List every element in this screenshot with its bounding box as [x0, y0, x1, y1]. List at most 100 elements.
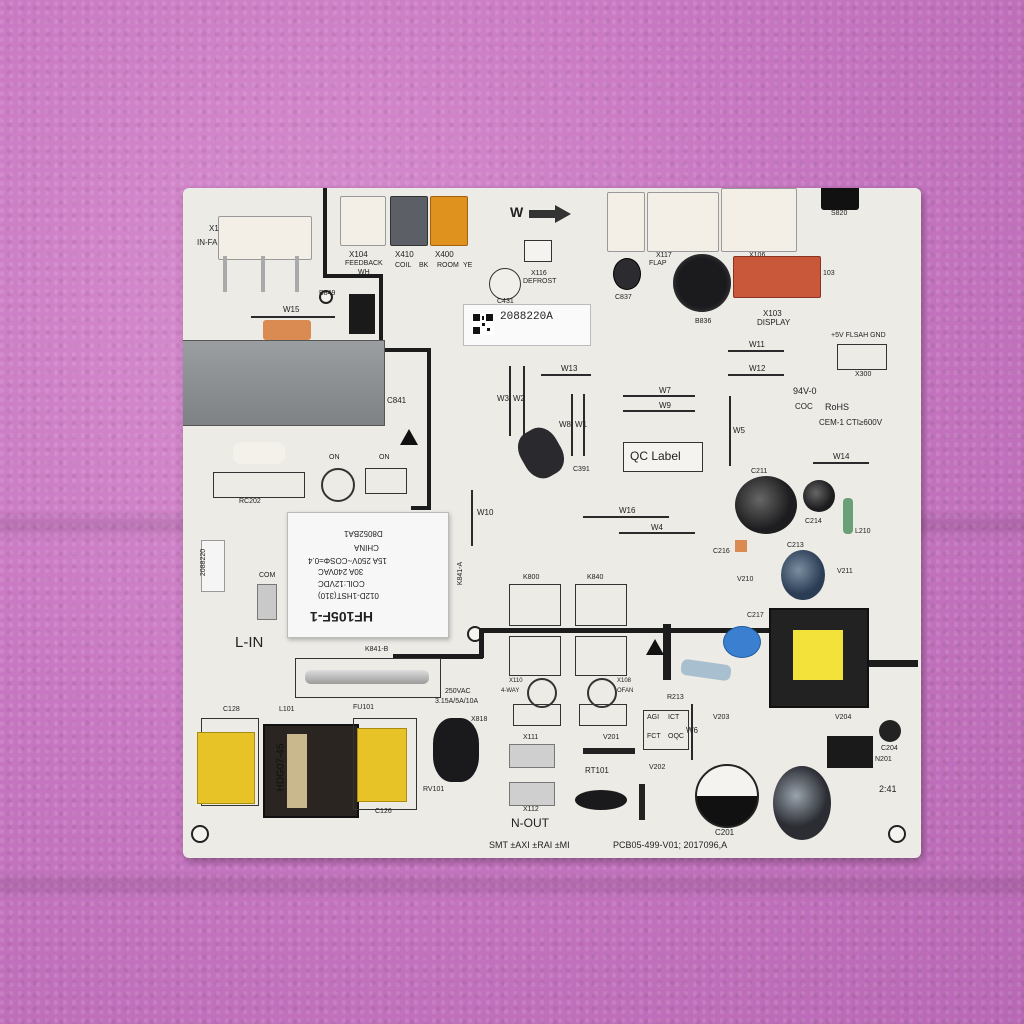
label-w16: W16	[619, 506, 636, 515]
trace	[663, 624, 671, 680]
inductor-l210	[843, 498, 853, 534]
label-w1: W1	[575, 420, 587, 429]
relay-batch: D8052BA1	[344, 529, 383, 538]
high-voltage-warning-icon	[646, 639, 664, 655]
label-w3: W3	[497, 394, 509, 403]
label-k841b: K841-B	[365, 646, 389, 653]
barcode-sticker: 2088220A	[463, 304, 591, 346]
label-rohs: RoHS	[825, 402, 850, 412]
label-k840: K840	[587, 574, 604, 581]
label-k800: K800	[523, 574, 540, 581]
label-v203: V203	[713, 714, 730, 721]
relay-k800	[509, 584, 561, 626]
label-v211: V211	[837, 568, 853, 575]
ic-n201	[827, 736, 873, 768]
jumper-w11	[728, 350, 784, 352]
mounting-hole	[319, 290, 333, 304]
capacitor-c214	[803, 480, 835, 512]
choke-bobbin	[287, 734, 307, 808]
footprint-rc202	[213, 472, 305, 498]
jumper-w2	[523, 366, 525, 436]
jumper-w1	[583, 394, 585, 456]
label-s820: S820	[831, 210, 848, 217]
connector-pin	[261, 256, 265, 292]
label-fu101: FU101	[353, 704, 375, 711]
label-x1: X1	[209, 224, 219, 233]
circuit-board: W15 W13 W7 W9 W11 W12 W5 W14 W16 W4 W3 W…	[183, 188, 921, 858]
capacitor-c216	[735, 540, 747, 552]
capacitor-c841-box	[183, 340, 385, 426]
label-x112: X112	[523, 806, 539, 813]
connector-x1	[218, 216, 312, 260]
capacitor-c213	[781, 550, 825, 600]
jumper-w13	[541, 374, 591, 376]
label-rv101: RV101	[423, 786, 445, 793]
jumper-w14	[813, 462, 869, 464]
label-wh: WH	[358, 269, 370, 276]
test-pad	[321, 468, 355, 502]
label-w5: W5	[733, 426, 745, 435]
jumper-w12	[728, 374, 784, 376]
label-feedback: FEEDBACK	[345, 260, 383, 267]
label-c128: C128	[223, 706, 240, 713]
diode-v201	[583, 748, 635, 754]
label-x110: X110	[509, 678, 523, 684]
relay-k840	[575, 584, 627, 626]
capacitor-c391	[511, 421, 571, 485]
label-l210: L210	[855, 528, 871, 535]
label-oqc: OQC	[668, 733, 684, 740]
label-fct: FCT	[647, 733, 661, 740]
label-l-in: L-IN	[235, 634, 264, 651]
label-w12: W12	[749, 364, 766, 373]
label-c217: C217	[747, 612, 764, 619]
connector-x104	[340, 196, 386, 246]
jumper-w7	[623, 395, 695, 397]
qc-label-box: QC Label	[623, 442, 703, 472]
connector-pin	[295, 256, 299, 292]
label-flap: FLAP	[649, 260, 667, 267]
trace	[479, 628, 769, 633]
label-bk: BK	[419, 262, 429, 269]
label-c841: C841	[387, 396, 407, 405]
label-x400: X400	[435, 250, 454, 259]
side-sticker: 2088220	[200, 540, 225, 592]
label-assembly-types: SMT ±AXI ±RAI ±MI	[489, 840, 570, 850]
jumper-w16	[583, 516, 669, 518]
label-v201-alt: V201	[813, 618, 830, 625]
relay-model: HF105F-1	[310, 609, 374, 625]
label-in-fa: IN-FA	[197, 238, 218, 247]
label-x116: X116	[531, 270, 547, 277]
label-c126: C126	[375, 808, 392, 815]
mounting-hole	[888, 825, 906, 843]
choke-marking: HDG07-45	[275, 743, 287, 792]
qr-code-icon	[472, 313, 494, 335]
fuse-fu101	[305, 670, 429, 684]
label-v201: V201	[603, 734, 620, 741]
label-x104: X104	[349, 250, 368, 259]
trace	[379, 348, 429, 352]
trace	[479, 628, 484, 658]
relay-rating-1: 30A 240VAC	[318, 567, 364, 576]
label-c214: C214	[805, 518, 822, 525]
label-c204: C204	[881, 745, 898, 752]
connector-x410	[390, 196, 428, 246]
side-sticker-label: 2088220	[200, 548, 208, 577]
label-l101: L101	[279, 706, 295, 713]
relay-k840-switch	[575, 636, 627, 676]
high-voltage-warning-icon	[400, 429, 418, 445]
label-w9: W9	[659, 401, 671, 410]
airflow-w-label: W	[510, 204, 524, 220]
connector-x400	[430, 196, 468, 246]
switch-s820	[821, 188, 859, 210]
label-k841a: K841-A	[457, 561, 465, 586]
label-side-num: 2:41	[879, 784, 897, 794]
label-coc: COC	[795, 402, 813, 411]
label-on-1: ON	[329, 454, 340, 461]
jumper-w4	[619, 532, 695, 534]
label-ict: ICT	[668, 714, 680, 721]
label-cem: CEM-1 CTI≥600V	[819, 418, 883, 427]
trace	[393, 654, 483, 659]
thermistor-rt101	[575, 790, 627, 810]
choke-l101: HDG07-45	[263, 724, 359, 818]
label-v210: V210	[737, 576, 754, 583]
